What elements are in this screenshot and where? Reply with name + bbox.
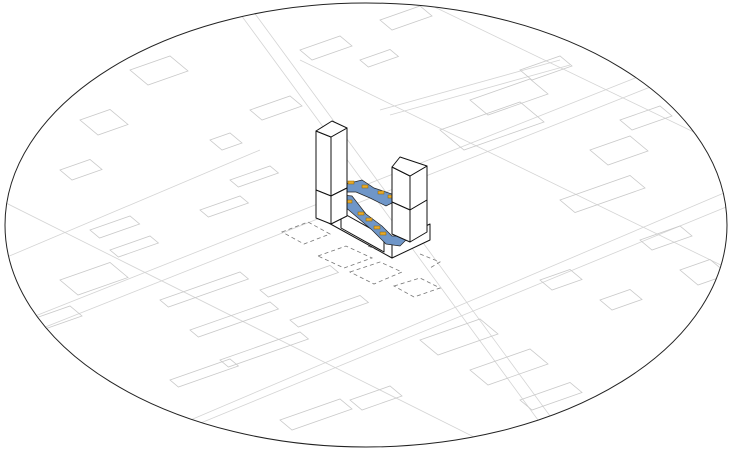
context-building: [249, 95, 303, 121]
context-building: [59, 262, 129, 296]
context-building: [259, 265, 340, 298]
context-building: [559, 175, 646, 213]
context-building: [159, 271, 250, 308]
site-boundary-ellipse: [4, 2, 728, 448]
context-building: [59, 159, 103, 181]
context-building: [299, 35, 353, 61]
context-building: [519, 55, 573, 81]
context-building: [469, 78, 549, 116]
context-building: [349, 385, 403, 411]
context-building: [199, 195, 250, 218]
context-building: [419, 318, 499, 356]
context-building: [679, 259, 727, 286]
context-building: [589, 135, 649, 166]
context-building: [169, 358, 240, 388]
context-building: [599, 289, 643, 311]
context-building: [619, 105, 673, 131]
accent-elements: [345, 180, 395, 236]
context-building: [109, 235, 160, 258]
context-building: [219, 331, 310, 368]
context-building: [79, 109, 129, 136]
context-building: [209, 132, 243, 151]
context-building: [89, 215, 141, 239]
context-building: [189, 301, 280, 338]
context-building: [469, 348, 549, 386]
context-building: [639, 225, 693, 251]
context-building: [539, 269, 583, 291]
context-building: [129, 55, 189, 86]
context-building: [229, 165, 280, 188]
context-building: [439, 101, 545, 151]
context-building: [379, 5, 433, 31]
context-buildings: [29, 5, 727, 431]
context-building: [279, 398, 353, 431]
context-building: [519, 382, 583, 411]
context-building: [289, 295, 370, 328]
context-building: [359, 49, 400, 68]
proposed-building: [315, 120, 431, 259]
